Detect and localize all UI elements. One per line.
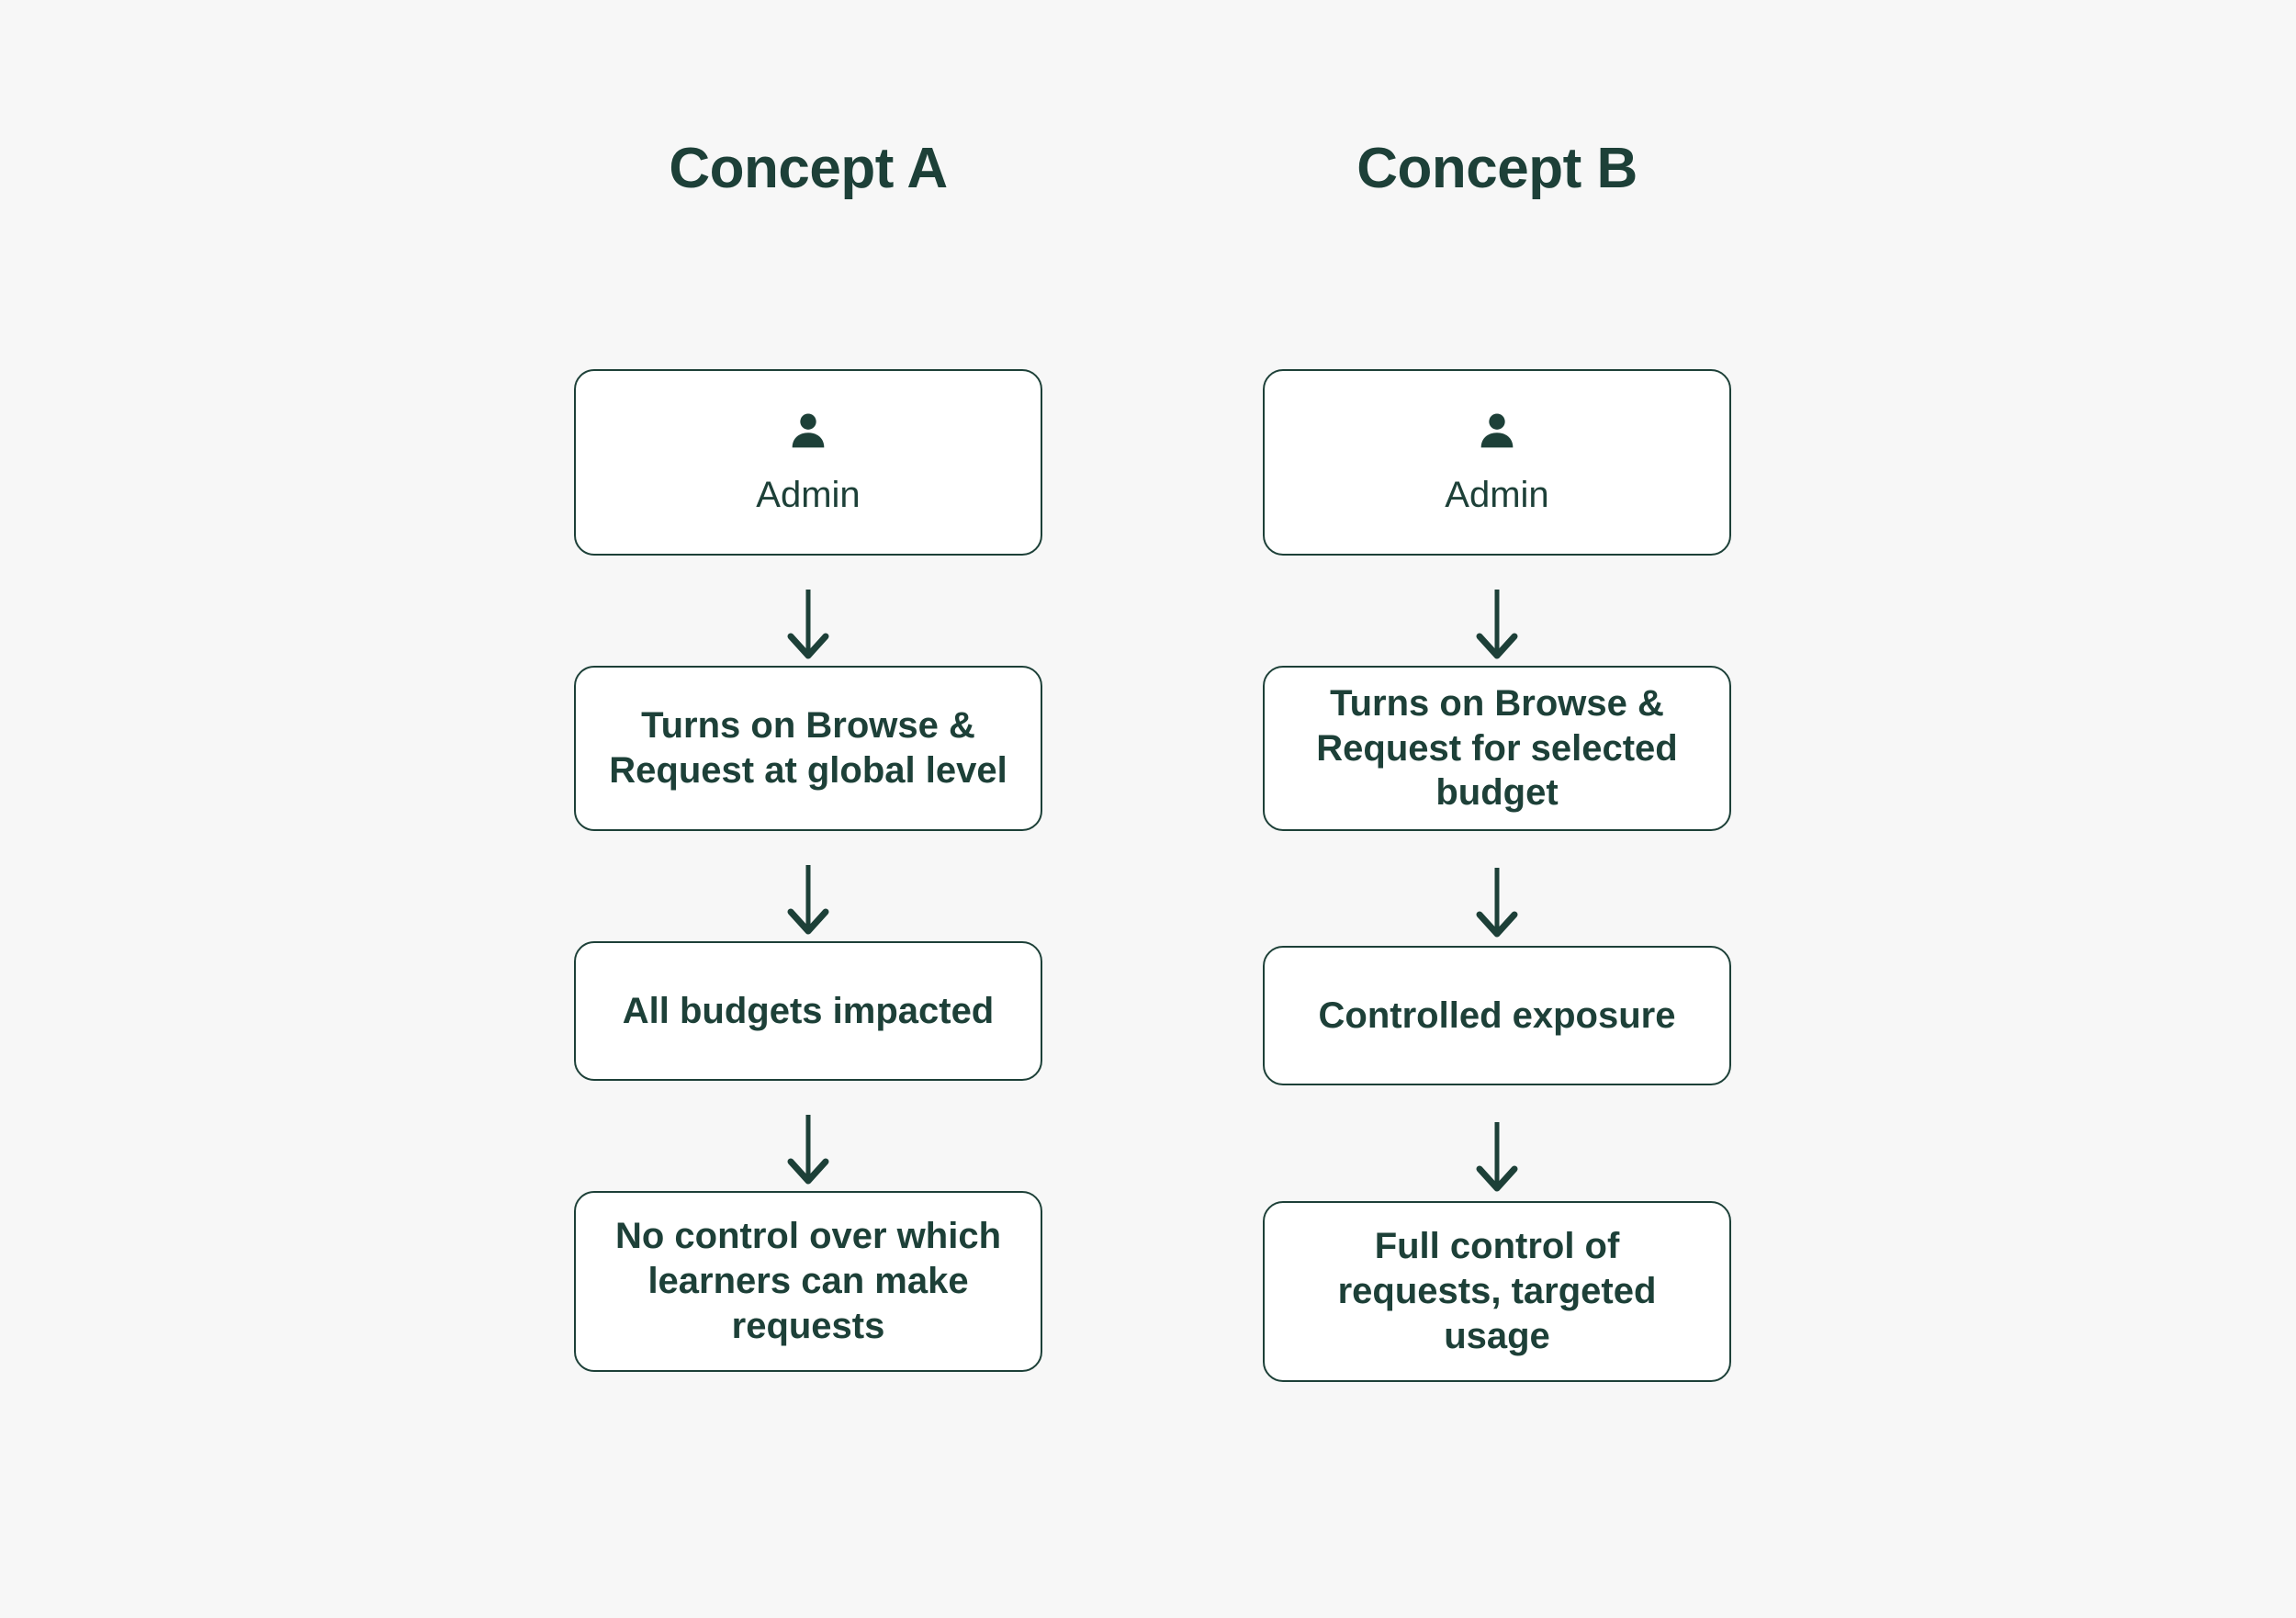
node-label: Full control of requests, targeted usage (1337, 1226, 1657, 1356)
node-label: All budgets impacted (622, 990, 995, 1031)
concept-a-node-step-2: All budgets impacted (574, 941, 1042, 1081)
concept-b-node-admin: Admin (1263, 369, 1731, 556)
concept-a-node-admin: Admin (574, 369, 1042, 556)
person-icon (1473, 408, 1521, 460)
connector-arrow-a3 (574, 1113, 1042, 1185)
concept-b-node-step-1: Turns on Browse & Request for selected b… (1263, 666, 1731, 831)
connector-arrow-a1 (574, 588, 1042, 659)
connector-arrow-a2 (574, 863, 1042, 935)
node-label: Admin (1445, 474, 1549, 515)
node-label: No control over which learners can make … (614, 1216, 1002, 1346)
node-label: Admin (756, 474, 861, 515)
concept-b-node-step-3: Full control of requests, targeted usage (1263, 1201, 1731, 1382)
concept-a-node-step-3: No control over which learners can make … (574, 1191, 1042, 1372)
concept-a-title: Concept A (669, 137, 948, 200)
connector-arrow-b2 (1263, 866, 1731, 938)
connector-arrow-b3 (1263, 1120, 1731, 1192)
concept-b-title: Concept B (1356, 137, 1638, 200)
person-icon (784, 408, 832, 460)
concept-a-node-step-1: Turns on Browse & Request at global leve… (574, 666, 1042, 831)
node-label: Turns on Browse & Request at global leve… (609, 705, 1007, 791)
node-label: Controlled exposure (1318, 994, 1676, 1036)
node-label: Turns on Browse & Request for selected b… (1316, 682, 1678, 814)
connector-arrow-b1 (1263, 588, 1731, 659)
concept-b-node-step-2: Controlled exposure (1263, 946, 1731, 1085)
